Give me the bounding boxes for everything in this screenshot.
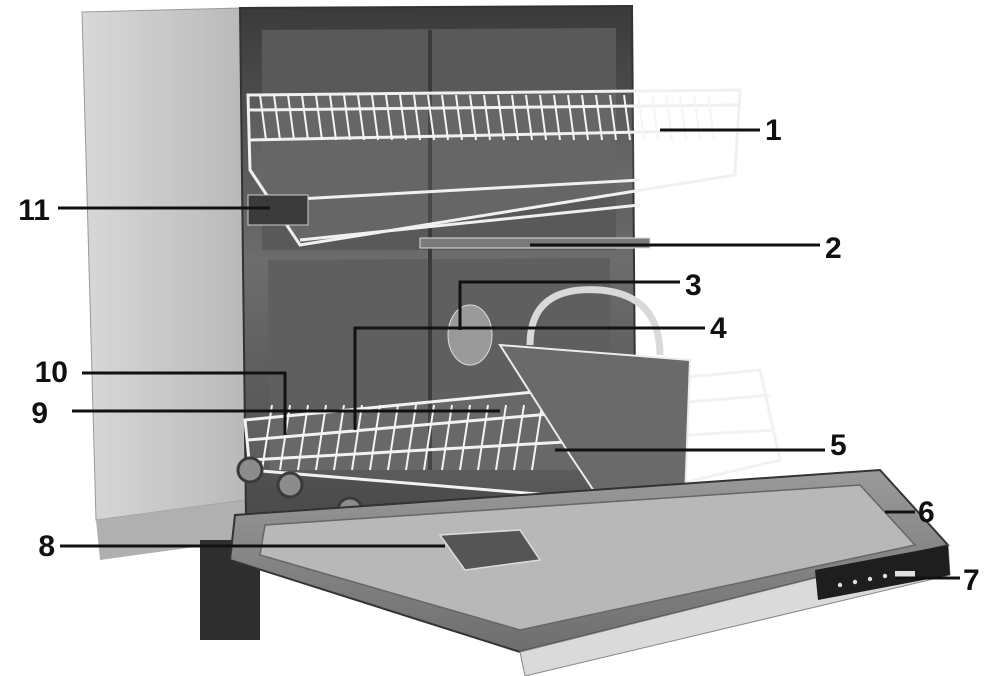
callout-number-lower-basket: 5 [830,429,847,462]
callout-number-filter: 9 [31,397,48,430]
callout-upper-basket: 1 [660,114,782,147]
callout-upper-spray-arm: 2 [530,232,842,265]
callout-number-control-panel: 7 [963,564,980,597]
callout-number-lower-spray-arm: 3 [685,269,702,302]
callout-number-upper-basket: 1 [765,114,782,147]
callout-number-upper-spray-arm: 2 [825,232,842,265]
upper-basket-rack [246,88,742,247]
callout-cutlery-basket: 4 [353,312,727,430]
callout-number-cutlery-basket: 4 [710,312,727,345]
upper-basket-tines [259,94,715,141]
callout-lower-basket: 5 [555,429,847,462]
control-panel-shape [815,545,950,600]
callout-detergent-dispenser: 8 [38,530,445,563]
callout-door: 6 [885,496,935,529]
callout-control-panel: 7 [895,564,980,597]
callout-number-door: 6 [918,496,935,529]
detergent-dispenser-shape [438,529,542,571]
callout-number-basket-height-adjuster: 11 [18,194,50,227]
callout-layer: 1 2 34 5 6 7 8 9 10 11 [18,114,979,597]
callout-lower-spray-arm: 3 [458,269,702,330]
callout-salt-container: 10 [35,356,287,435]
basket-height-adjuster-shape [247,194,309,226]
lower-basket-tines [261,404,543,471]
lower-spray-arm-shape [447,304,493,366]
callout-basket-height-adjuster: 11 [18,194,270,227]
callout-line-salt-container [82,371,287,435]
callout-line-lower-spray-arm [458,280,680,330]
cutlery-basket-shape [498,286,692,501]
callout-number-detergent-dispenser: 8 [38,530,55,563]
callout-number-salt-container: 10 [35,356,68,389]
callout-line-cutlery-basket [353,326,705,430]
upper-spray-arm-shape [419,237,651,249]
